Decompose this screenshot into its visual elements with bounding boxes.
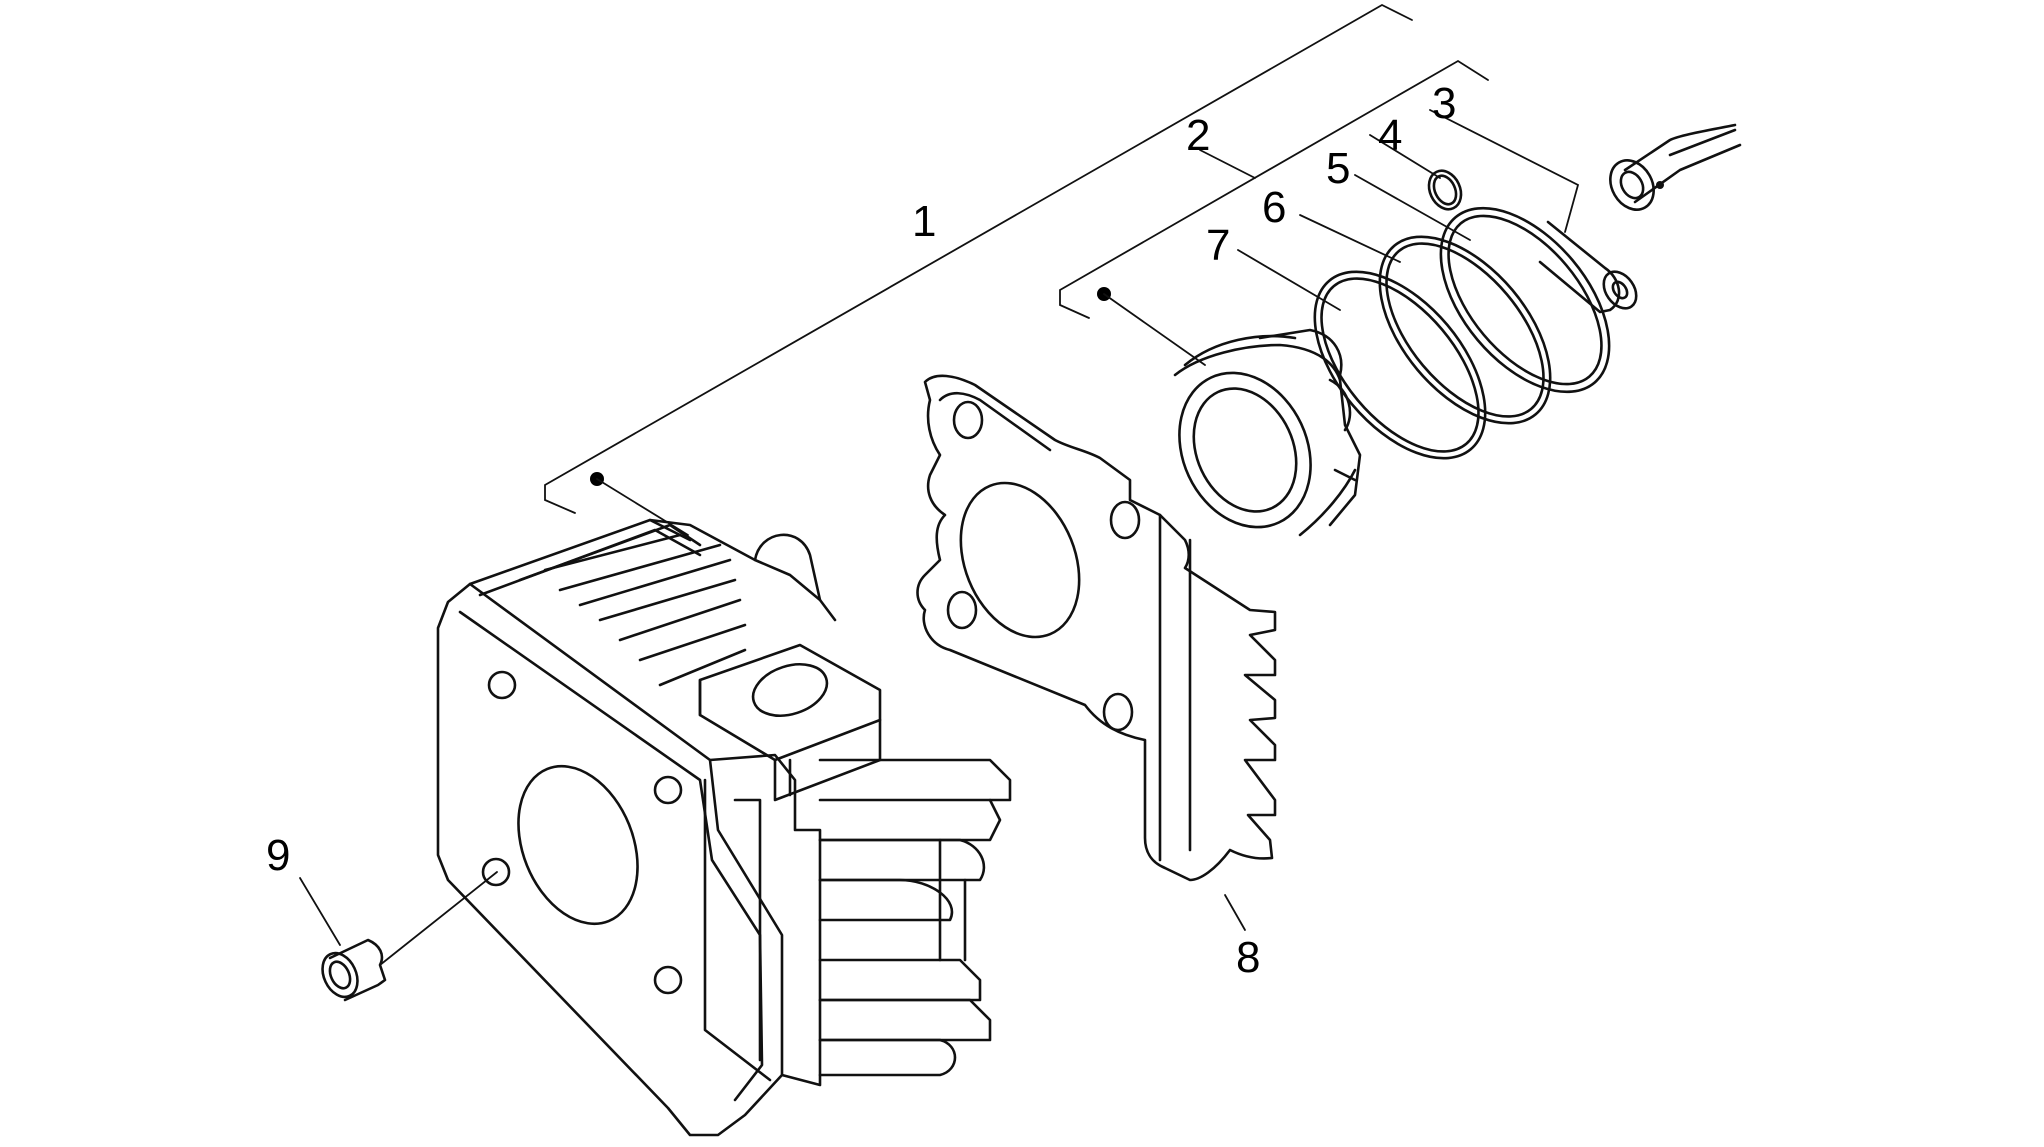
leader-lines — [299, 134, 1471, 966]
callout-4: 4 — [1378, 111, 1402, 160]
assembly-bracket-1 — [544, 3, 1413, 536]
piston-ring-6 — [1378, 235, 1552, 425]
callout-6: 6 — [1262, 183, 1286, 232]
piston-ring-7 — [1313, 270, 1487, 460]
piston-pin — [1538, 220, 1638, 314]
callout-7: 7 — [1206, 221, 1230, 270]
circlip — [1427, 169, 1463, 211]
callout-8: 8 — [1236, 933, 1260, 982]
callout-5: 5 — [1326, 144, 1350, 193]
callout-labels: 1 2 3 4 5 6 7 8 9 — [266, 79, 1456, 982]
piston-ring-5 — [1439, 206, 1611, 394]
cylinder-base-gasket — [916, 374, 1277, 882]
callout-1: 1 — [912, 197, 936, 246]
callout-9: 9 — [266, 831, 290, 880]
callout-2: 2 — [1186, 111, 1210, 160]
cylinder-block — [436, 518, 1012, 1137]
bracket-3 — [1429, 109, 1580, 233]
callout-3: 3 — [1432, 79, 1456, 128]
piston — [1173, 328, 1362, 537]
assembly-bracket-2 — [1059, 59, 1489, 366]
dowel-bushing — [321, 938, 387, 1002]
connecting-rod-end — [1609, 123, 1742, 211]
